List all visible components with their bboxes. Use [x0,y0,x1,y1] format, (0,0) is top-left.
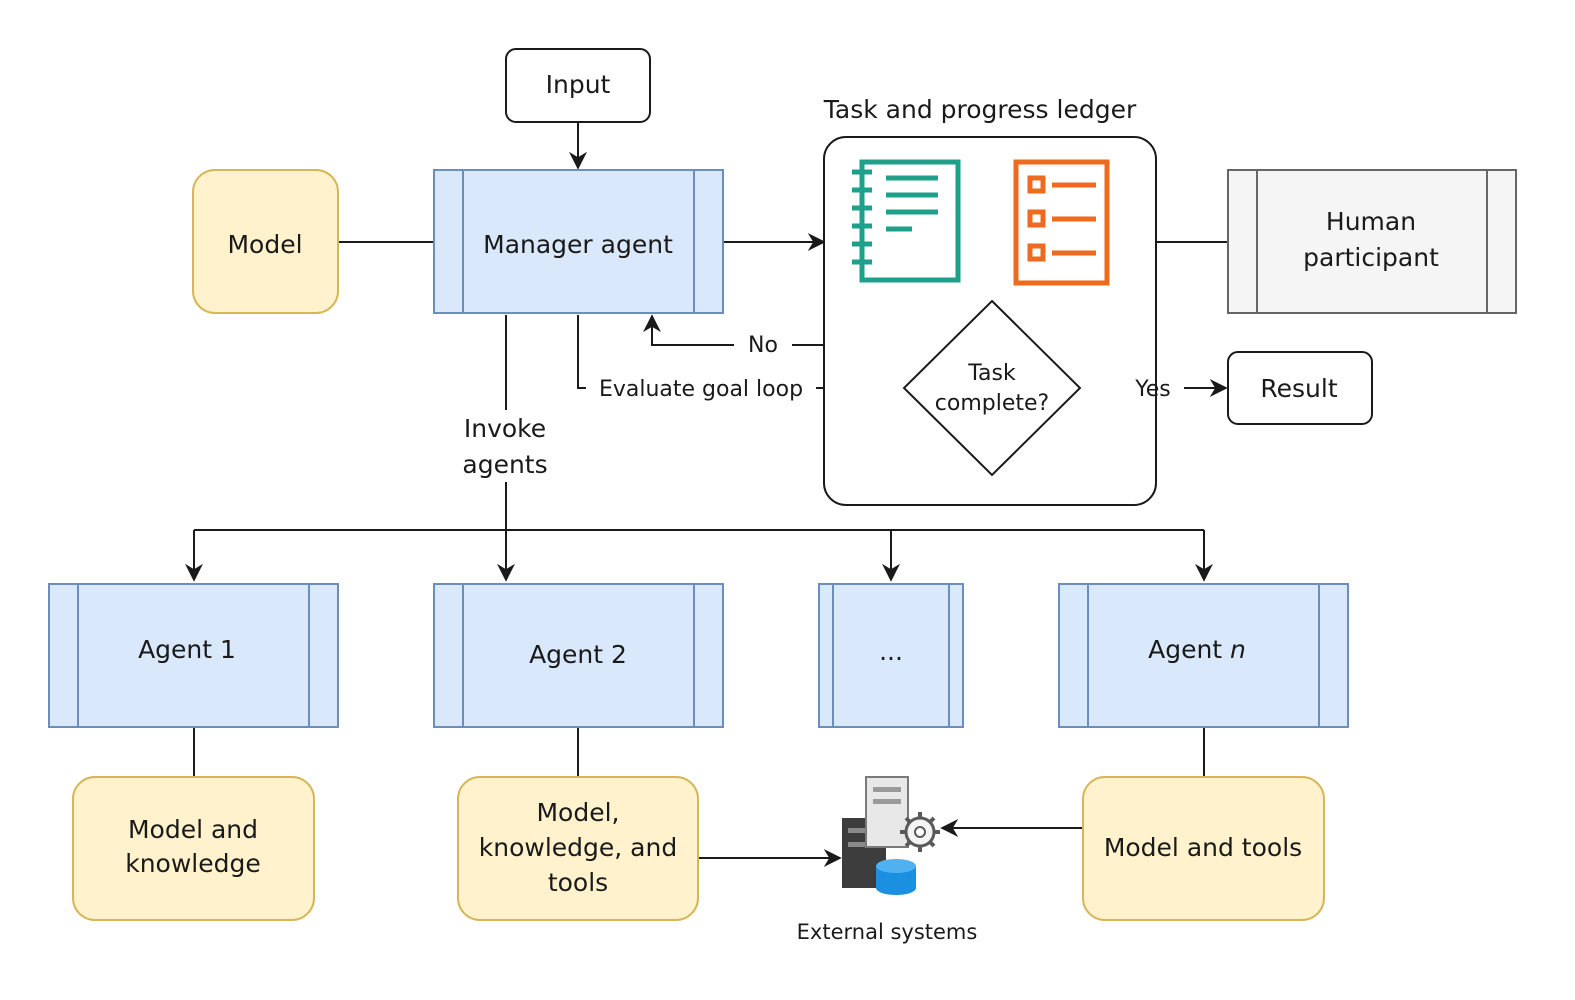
edge-label-no: No [748,333,778,358]
input-node: Input [505,48,651,123]
agent1-resources-line1: Model and [128,815,258,844]
decision-label-line1: Task [967,361,1016,386]
human-participant-line1: Human [1326,207,1416,236]
agent2-resources-node: Model, knowledge, and tools [457,776,699,921]
edge-label-evaluate-goal-loop: Evaluate goal loop [599,377,803,402]
manager-agent-label: Manager agent [483,230,673,259]
human-participant-line2: participant [1303,243,1439,272]
agent1-resources-node: Model and knowledge [72,776,315,921]
agent2-resources-line1: Model, [536,798,619,827]
external-systems-label: External systems [797,920,978,944]
input-label: Input [546,70,611,99]
human-participant-node: Human participant [1227,169,1517,314]
edge-label-invoke-line1: Invoke [464,414,546,443]
edge-label-invoke-line2: agents [462,450,547,479]
agent-ellipsis-node: ... [818,583,964,728]
agentn-resources-label: Model and tools [1104,833,1302,862]
agent-1-label: Agent 1 [138,635,236,664]
server-database-gear-icon [842,776,940,895]
agent-n-label: Agent n [1148,635,1246,664]
edges [185,122,1228,867]
agentn-resources-node: Model and tools [1082,776,1325,921]
agent-ellipsis-label: ... [879,637,903,666]
edge-label-yes: Yes [1134,377,1171,402]
model-node: Model [192,169,339,314]
checklist-icon [1013,159,1110,286]
manager-agent-node: Manager agent [433,169,724,314]
agent-2-node: Agent 2 [433,583,724,728]
ledger-title: Task and progress ledger [823,95,1137,124]
agent2-resources-line3: tools [548,868,608,897]
agent2-resources-line2: knowledge, and [479,833,677,862]
decision-node: Task complete? [902,299,1082,477]
result-label: Result [1260,374,1337,403]
notebook-icon [852,159,961,283]
ledger-container: Task complete? [823,136,1157,506]
agent1-resources-line2: knowledge [125,849,261,878]
decision-label-line2: complete? [935,391,1049,416]
model-label: Model [227,230,302,259]
agent-2-label: Agent 2 [529,640,627,669]
agent-1-node: Agent 1 [48,583,339,728]
agent-n-node: Agent n [1058,583,1349,728]
result-node: Result [1227,351,1373,425]
